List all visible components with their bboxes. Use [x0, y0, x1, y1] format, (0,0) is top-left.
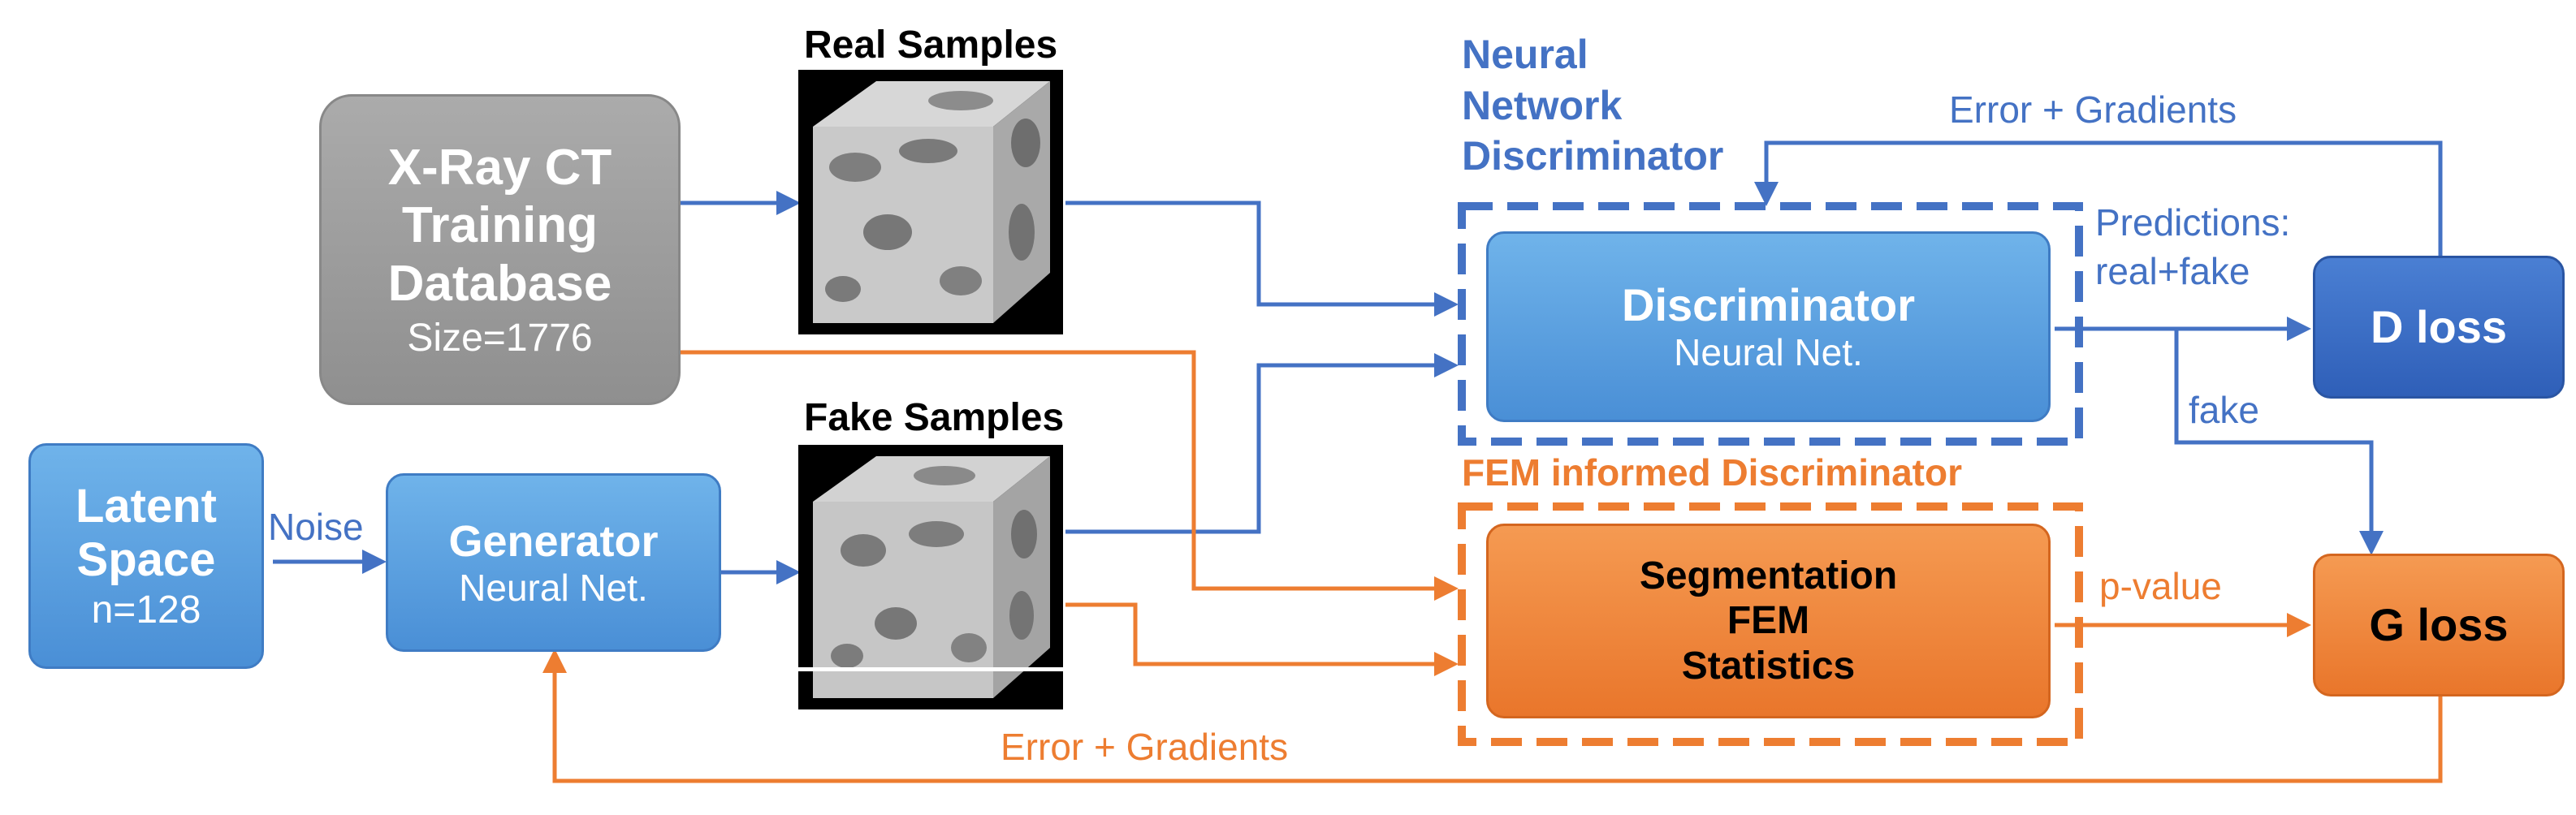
- arrow-dloss-feedback: [1754, 140, 2443, 256]
- predictions-label: Predictions: real+fake: [2095, 199, 2290, 296]
- generator-box: Generator Neural Net.: [386, 473, 721, 652]
- error-gradients-bottom-label: Error + Gradients: [1001, 726, 1289, 768]
- nn-discriminator-line2: Network: [1462, 82, 1623, 128]
- latent-line1: Latent: [76, 479, 217, 533]
- nn-discriminator-label: Neural Network Discriminator: [1462, 29, 1723, 182]
- fem-line1: Segmentation: [1639, 554, 1898, 598]
- discriminator-title: Discriminator: [1622, 278, 1915, 330]
- noise-label: Noise: [268, 506, 364, 548]
- real-samples-label: Real Samples: [804, 24, 1058, 67]
- error-gradients-top-label: Error + Gradients: [1949, 88, 2237, 131]
- fake-sample-cube-image: [798, 445, 1063, 709]
- g-loss-label: G loss: [2369, 598, 2509, 650]
- fem-line3: Statistics: [1681, 644, 1856, 688]
- xray-database-box: X-Ray CT Training Database Size=1776: [319, 94, 681, 405]
- arrow-fake-to-gloss: [2174, 329, 2384, 555]
- discriminator-sub: Neural Net.: [1674, 331, 1863, 374]
- d-loss-box: D loss: [2313, 256, 2565, 399]
- xray-line3: Database: [387, 255, 612, 312]
- arrow-gloss-feedback: [542, 649, 2443, 783]
- latent-line2: Space: [76, 533, 216, 587]
- fem-line2: FEM: [1727, 599, 1810, 643]
- fem-discriminator-outline: [1458, 502, 2083, 746]
- xray-line2: Training: [401, 197, 599, 254]
- fake-samples-label: Fake Samples: [804, 396, 1065, 439]
- predictions-line1: Predictions:: [2095, 201, 2291, 244]
- fake-label: fake: [2189, 389, 2259, 431]
- real-sample-cube-image: [798, 70, 1063, 334]
- nn-discriminator-line1: Neural: [1462, 32, 1588, 77]
- arrow-fake-to-fem: [1065, 602, 1459, 676]
- nn-discriminator-outline: [1458, 202, 2083, 446]
- latent-n: n=128: [91, 589, 201, 632]
- d-loss-label: D loss: [2370, 300, 2508, 352]
- fem-discriminator-label: FEM informed Discriminator: [1462, 451, 1962, 494]
- g-loss-box: G loss: [2313, 554, 2565, 696]
- fem-box: Segmentation FEM Statistics: [1486, 524, 2051, 718]
- predictions-line2: real+fake: [2095, 249, 2250, 292]
- arrow-real-to-discriminator: [1065, 201, 1459, 317]
- generator-sub: Neural Net.: [459, 566, 648, 609]
- xray-line1: X-Ray CT: [387, 139, 612, 196]
- discriminator-box: Discriminator Neural Net.: [1486, 231, 2051, 422]
- nn-discriminator-line3: Discriminator: [1462, 133, 1724, 179]
- pvalue-label: p-value: [2099, 565, 2222, 607]
- arrow-xray-to-fem: [681, 350, 1459, 601]
- generator-title: Generator: [448, 516, 659, 566]
- arrow-fake-to-discriminator: [1065, 353, 1459, 534]
- xray-size: Size=1776: [407, 316, 593, 360]
- latent-space-box: Latent Space n=128: [28, 443, 264, 669]
